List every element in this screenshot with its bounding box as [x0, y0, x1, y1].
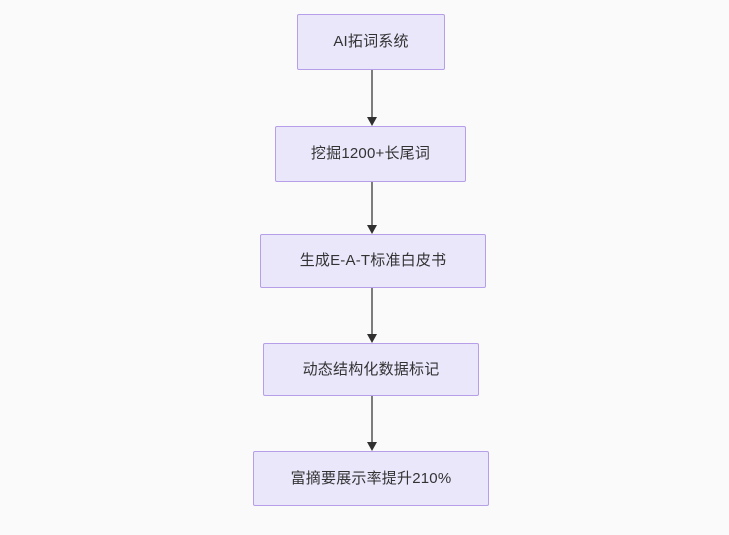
- connector-line: [371, 288, 373, 336]
- arrowhead-icon: [367, 117, 377, 126]
- flow-node-dynamic-structured-data[interactable]: 动态结构化数据标记: [263, 343, 479, 396]
- arrowhead-icon: [367, 225, 377, 234]
- arrowhead-icon: [367, 442, 377, 451]
- connector-line: [371, 182, 373, 227]
- flow-node-label: 动态结构化数据标记: [302, 360, 440, 378]
- flow-node-mine-longtail-keywords[interactable]: 挖掘1200+长尾词: [275, 126, 466, 182]
- flow-node-label: 富摘要展示率提升210%: [290, 469, 452, 487]
- connector-node3-node4: [367, 288, 377, 343]
- flow-node-ai-keyword-system[interactable]: AI拓词系统: [297, 14, 445, 70]
- flow-node-label: AI拓词系统: [333, 33, 409, 50]
- flow-node-label: 生成E-A-T标准白皮书: [299, 252, 447, 269]
- flow-node-label: 挖掘1200+长尾词: [310, 145, 431, 162]
- arrowhead-icon: [367, 334, 377, 343]
- flow-node-rich-snippet-uplift[interactable]: 富摘要展示率提升210%: [253, 451, 489, 506]
- connector-line: [371, 396, 373, 444]
- flow-node-generate-eat-whitepaper[interactable]: 生成E-A-T标准白皮书: [260, 234, 486, 288]
- connector-line: [371, 70, 373, 119]
- connector-node1-node2: [367, 70, 377, 126]
- connector-node4-node5: [367, 396, 377, 451]
- connector-node2-node3: [367, 182, 377, 234]
